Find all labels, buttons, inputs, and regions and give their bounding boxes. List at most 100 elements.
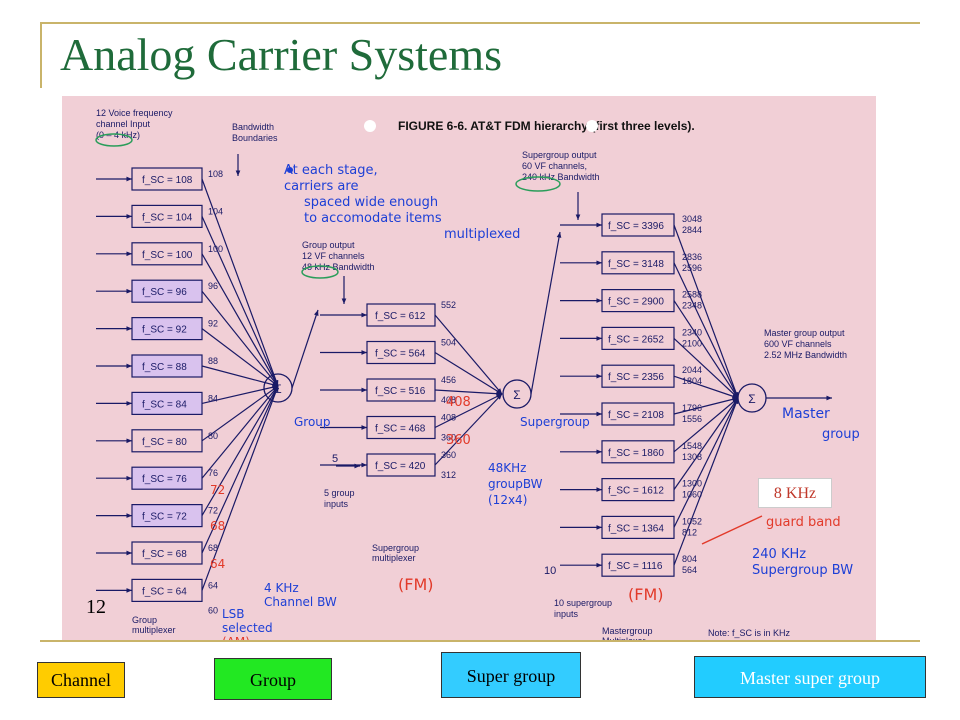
supergroup-multiplexer-label-line: multiplexer	[372, 553, 416, 563]
arrowhead	[596, 373, 602, 379]
channel-boundary-label: 92	[208, 319, 218, 329]
group-carrier-label: f_SC = 564	[375, 349, 426, 360]
supergroup-output-label-line: Supergroup output	[522, 150, 597, 160]
arrowhead	[126, 363, 132, 369]
ten-number: 10	[544, 565, 556, 577]
tag-master-super-group[interactable]: Master super group	[694, 656, 926, 698]
handwritten-note-line: spaced wide enough	[304, 195, 438, 210]
channel-to-sum-line	[201, 385, 279, 554]
supergroup-boundary-top: 2340	[682, 327, 702, 337]
arrowhead	[575, 214, 581, 220]
sum-symbol: Σ	[274, 382, 281, 396]
group-to-sum-line	[434, 393, 503, 429]
arrowhead	[126, 588, 132, 593]
handwritten-red-64: 64	[210, 557, 225, 571]
handwritten-note-line: multiplexed	[444, 227, 520, 242]
supergroup-out-line	[530, 231, 561, 395]
master-output-label-line: Master group output	[764, 328, 845, 338]
arrowhead	[354, 463, 360, 469]
supergroup-boundary-bottom: 1060	[682, 490, 702, 500]
handwritten-supergroup-bw-line: Supergroup BW	[752, 563, 853, 578]
supergroup-carrier-label: f_SC = 2652	[608, 334, 664, 345]
arrowhead	[126, 550, 132, 556]
figure-caption: FIGURE 6-6. AT&T FDM hierarchy (first th…	[398, 119, 695, 133]
supergroup-boundary-bottom: 1556	[682, 414, 702, 424]
channel-boundary-label: 72	[208, 506, 218, 516]
supergroup-carrier-label: f_SC = 3148	[608, 259, 664, 270]
supergroup-to-sum-line	[673, 397, 739, 566]
supergroup-carrier-label: f_SC = 2108	[608, 410, 664, 421]
channel-boundary-label: 100	[208, 244, 223, 254]
arrowhead	[596, 449, 602, 455]
handwritten-group-bw-line: (12x4)	[488, 493, 527, 507]
arrowhead	[596, 487, 602, 492]
supergroup-carrier-label: f_SC = 1364	[608, 523, 664, 534]
master-output-label-line: 2.52 MHz Bandwidth	[764, 350, 847, 360]
input-label-line: (0 – 4 kHz)	[96, 130, 140, 140]
channel-carrier-label: f_SC = 96	[142, 287, 187, 298]
scanned-figure: FIGURE 6-6. AT&T FDM hierarchy (first th…	[62, 96, 876, 649]
channel-to-sum-line	[201, 365, 279, 387]
group-boundary-bottom: 360	[441, 433, 456, 443]
channel-carrier-label: f_SC = 104	[142, 212, 193, 223]
tag-super-group[interactable]: Super group	[441, 652, 581, 698]
handwritten-master: Master	[782, 406, 830, 422]
supergroup-output-label-line: 60 VF channels,	[522, 161, 587, 171]
supergroup-to-sum-line	[673, 397, 739, 528]
arrowhead	[126, 214, 132, 219]
group-boundary-bottom: 312	[441, 470, 456, 480]
supergroup-to-sum-line	[673, 397, 739, 490]
arrowhead	[596, 222, 602, 228]
supergroup-boundary-bottom: 2844	[682, 225, 702, 235]
arrowhead	[126, 438, 132, 444]
channel-boundary-label: 64	[208, 580, 218, 590]
arrowhead	[596, 525, 602, 530]
group-carrier-label: f_SC = 420	[375, 461, 426, 472]
group-to-sum-line	[434, 351, 503, 395]
handwritten-note-line: to accomodate items	[304, 211, 442, 226]
supergroup-boundary-bottom: 2596	[682, 263, 702, 273]
arrowhead	[361, 312, 367, 318]
group-multiplexer-label-line: Group	[132, 615, 157, 625]
channel-boundary-label: 80	[208, 431, 218, 441]
handwritten-fm: (FM)	[398, 575, 434, 594]
supergroup-to-sum-line	[673, 375, 739, 399]
supergroup-to-sum-line	[673, 397, 739, 453]
supergroup-boundary-bottom: 2100	[682, 338, 702, 348]
channel-carrier-label: f_SC = 76	[142, 474, 187, 485]
channel-to-sum-line	[201, 328, 279, 387]
sum-symbol: Σ	[513, 388, 520, 402]
arrowhead	[126, 475, 132, 481]
arrowhead	[596, 411, 602, 417]
mastergroup-multiplexer-label-line: Mastergroup	[602, 626, 653, 636]
arrowhead	[826, 395, 832, 401]
slide-number: 12	[86, 596, 106, 618]
highlight-circle	[301, 265, 339, 279]
hole-punch	[364, 120, 376, 132]
arrowhead	[732, 392, 738, 398]
group-boundary-bottom: 408	[441, 395, 456, 405]
arrowhead	[126, 401, 132, 406]
tag-channel[interactable]: Channel	[37, 662, 125, 698]
bullet-dot	[287, 167, 293, 173]
channel-to-sum-line	[201, 385, 279, 516]
supergroup-boundary-top: 1300	[682, 479, 702, 489]
channel-carrier-label: f_SC = 92	[142, 325, 187, 336]
channel-boundary-label: 84	[208, 393, 218, 403]
channel-to-sum-line	[201, 385, 279, 591]
group-boundary-top: 552	[441, 300, 456, 310]
supergroup-boundary-bottom: 812	[682, 527, 697, 537]
tag-group[interactable]: Group	[214, 658, 332, 700]
arrowhead	[596, 562, 602, 568]
channel-boundary-label: 104	[208, 206, 223, 216]
bandwidth-label-line: Boundaries	[232, 133, 278, 143]
supergroup-boundary-bottom: 1308	[682, 452, 702, 462]
group-out-line	[291, 309, 319, 389]
arrowhead	[235, 170, 241, 176]
supergroup-boundary-top: 2836	[682, 252, 702, 262]
ten-supergroup-label-line: inputs	[554, 609, 579, 619]
handwritten-note-line: At each stage,	[284, 163, 378, 178]
supergroup-boundary-top: 2044	[682, 365, 702, 375]
arrowhead	[496, 394, 502, 400]
arrowhead	[733, 398, 739, 404]
